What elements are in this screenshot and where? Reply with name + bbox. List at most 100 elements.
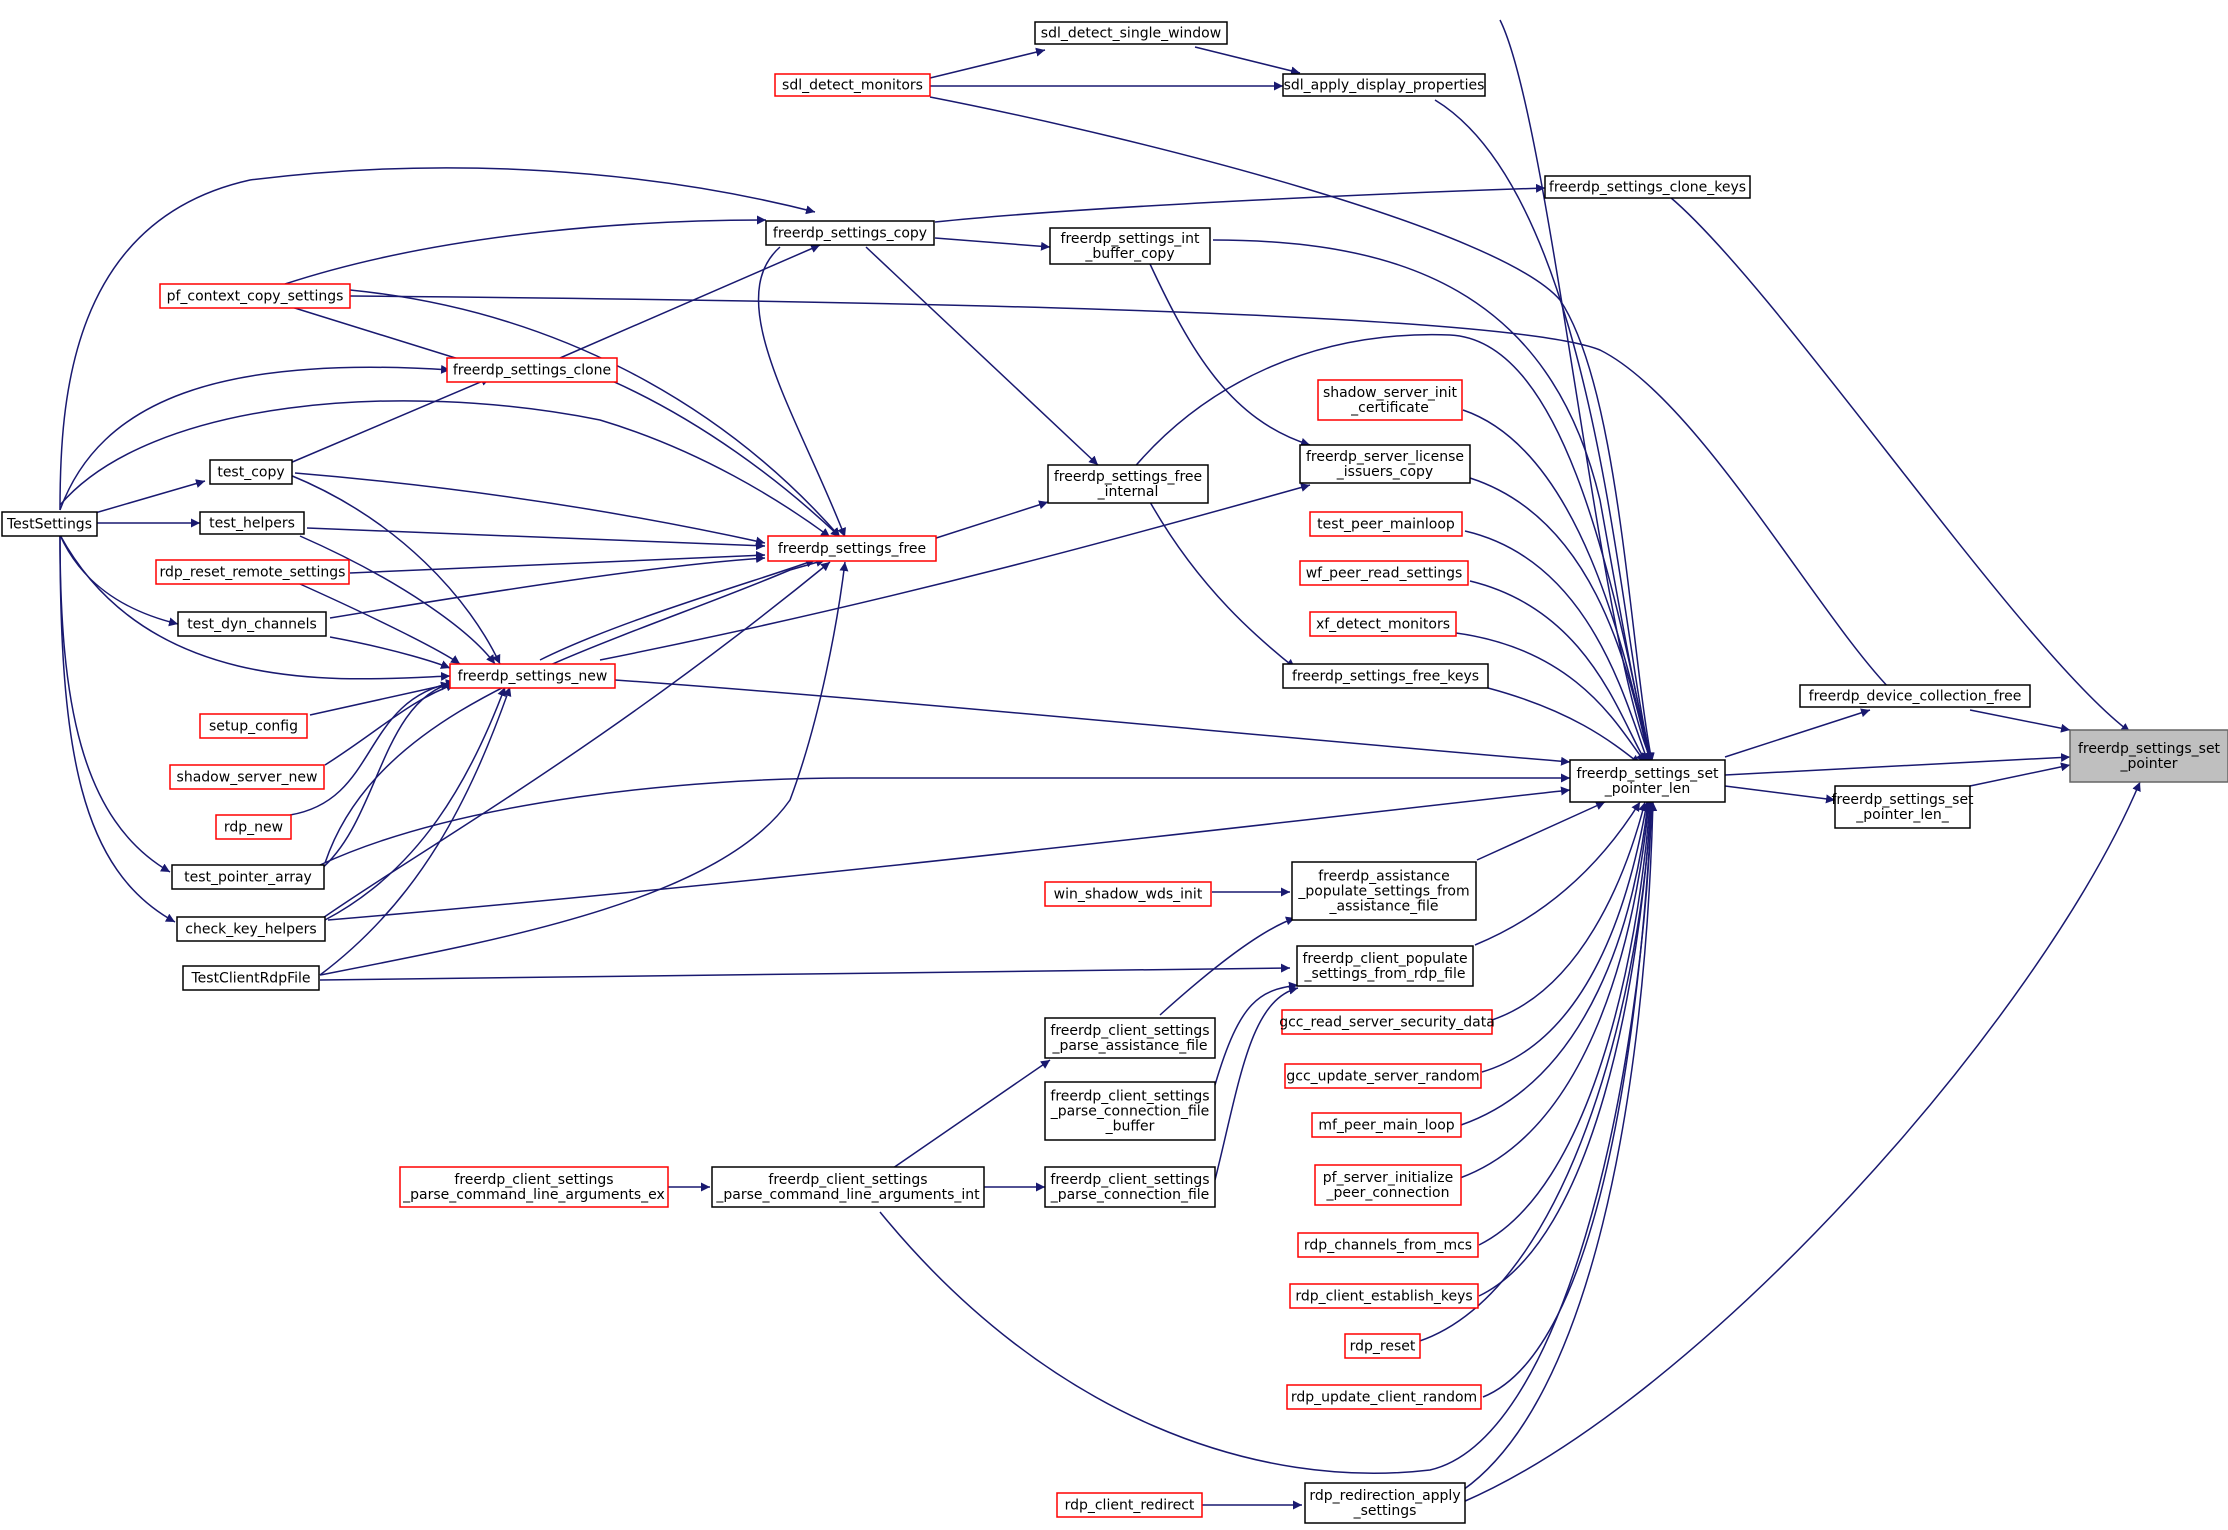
node-label: freerdp_client_settings	[454, 1172, 613, 1188]
node-box	[176, 916, 326, 942]
node-shadownew[interactable]: shadow_server_new	[169, 764, 325, 790]
node-intbuf[interactable]: freerdp_settings_int_buffer_copy	[1049, 227, 1211, 265]
edge-setlen-devfree	[1724, 708, 1871, 758]
node-label: _internal	[1097, 484, 1159, 500]
node-testhelpers[interactable]: test_helpers	[199, 511, 305, 535]
node-box	[774, 73, 931, 97]
node-testdyn[interactable]: test_dyn_channels	[177, 611, 327, 637]
node-rdpchan[interactable]: rdp_channels_from_mcs	[1297, 1232, 1479, 1258]
node-box	[1284, 1063, 1482, 1089]
node-label: sdl_apply_display_properties	[1284, 78, 1485, 94]
node-gccread[interactable]: gcc_read_server_security_data	[1279, 1009, 1495, 1035]
node-clonekeys[interactable]: freerdp_settings_clone_keys	[1544, 175, 1751, 199]
edge-setlen-setlen_	[1724, 785, 1836, 804]
node-freeint[interactable]: freerdp_settings_free_internal	[1047, 464, 1209, 504]
node-new[interactable]: freerdp_settings_new	[449, 663, 616, 689]
node-box	[1311, 1112, 1462, 1138]
node-setlen-[interactable]: freerdp_settings_set_pointer_len_	[1831, 785, 1974, 829]
node-checkkey[interactable]: check_key_helpers	[176, 916, 326, 942]
edge-pfctx-clone	[284, 304, 479, 367]
edge-redirapply-root	[1462, 781, 2141, 1503]
edge-testcopy-new	[289, 474, 501, 665]
edge-cmdint-parseassist	[879, 1059, 1051, 1178]
edge-testsettings-copy	[59, 167, 816, 511]
edge-wfpeer-setlen	[1469, 580, 1647, 763]
edge-rdpreset-free	[349, 550, 766, 574]
node-box	[767, 535, 937, 562]
node-label: _assistance_file	[1329, 899, 1439, 915]
node-license[interactable]: freerdp_server_license_issuers_copy	[1299, 444, 1471, 484]
node-testsettings[interactable]: TestSettings	[1, 511, 98, 537]
node-clientpop[interactable]: freerdp_client_populate_settings_from_rd…	[1296, 945, 1474, 987]
node-pfserver[interactable]: pf_server_initialize_peer_connection	[1314, 1164, 1462, 1206]
node-label: _buffer_copy	[1084, 246, 1174, 262]
node-gccupd[interactable]: gcc_update_server_random	[1284, 1063, 1482, 1089]
node-clone[interactable]: freerdp_settings_clone	[446, 357, 618, 383]
node-assist[interactable]: freerdp_assistance_populate_settings_fro…	[1291, 861, 1477, 921]
node-setup[interactable]: setup_config	[199, 713, 308, 739]
node-cmdint[interactable]: freerdp_client_settings_parse_command_li…	[711, 1166, 985, 1208]
node-label: mf_peer_main_loop	[1318, 1118, 1454, 1134]
node-winshadow[interactable]: win_shadow_wds_init	[1044, 881, 1212, 907]
node-pfctx[interactable]: pf_context_copy_settings	[159, 283, 351, 309]
node-rdpreset2[interactable]: rdp_reset	[1344, 1333, 1421, 1359]
node-mfpeer[interactable]: mf_peer_main_loop	[1311, 1112, 1462, 1138]
node-box	[1044, 1166, 1216, 1208]
node-sdlsingle[interactable]: sdl_detect_single_window	[1034, 21, 1228, 45]
node-xfdetect[interactable]: xf_detect_monitors	[1309, 611, 1457, 637]
node-testptr[interactable]: test_pointer_array	[171, 864, 325, 890]
node-testcopy[interactable]: test_copy	[209, 459, 293, 485]
node-wfpeer[interactable]: wf_peer_read_settings	[1299, 560, 1469, 586]
edge-pfctx-free	[349, 289, 841, 538]
edge-intbuf-license	[1149, 263, 1311, 447]
node-label: freerdp_device_collection_free	[1809, 689, 2022, 705]
edge-testhelpers-free	[306, 527, 766, 551]
edge-free-freeint	[929, 500, 1049, 541]
node-free[interactable]: freerdp_settings_free	[767, 535, 937, 562]
node-parseconn[interactable]: freerdp_client_settings_parse_connection…	[1044, 1166, 1216, 1208]
node-parseconnbuf[interactable]: freerdp_client_settings_parse_connection…	[1044, 1081, 1216, 1141]
node-cmdex[interactable]: freerdp_client_settings_parse_command_li…	[399, 1166, 669, 1208]
node-label: freerdp_settings_new	[458, 669, 608, 685]
node-label: freerdp_server_license	[1306, 449, 1464, 465]
node-parseassist[interactable]: freerdp_client_settings_parse_assistance…	[1044, 1017, 1216, 1059]
node-box	[1056, 1492, 1203, 1518]
node-sdlapply[interactable]: sdl_apply_display_properties	[1282, 73, 1486, 97]
node-label: freerdp_settings_set	[2078, 741, 2221, 757]
node-rdpredir[interactable]: rdp_client_redirect	[1056, 1492, 1203, 1518]
node-freekeys[interactable]: freerdp_settings_free_keys	[1282, 663, 1489, 689]
node-box	[199, 713, 308, 739]
node-label: pf_server_initialize	[1323, 1170, 1453, 1186]
node-label: sdl_detect_monitors	[782, 78, 923, 94]
node-rdpupd[interactable]: rdp_update_client_random	[1286, 1384, 1482, 1410]
edge-sdlsingle-setlen	[1499, 19, 1653, 763]
node-redirapply[interactable]: rdp_redirection_apply_settings	[1304, 1482, 1466, 1524]
node-shadowcert[interactable]: shadow_server_init_certificate	[1317, 379, 1463, 421]
node-testclient[interactable]: TestClientRdpFile	[182, 965, 320, 991]
node-sdlmon[interactable]: sdl_detect_monitors	[774, 73, 931, 97]
node-devfree[interactable]: freerdp_device_collection_free	[1799, 684, 2031, 708]
node-box	[1299, 560, 1469, 586]
node-label: win_shadow_wds_init	[1054, 887, 1203, 903]
node-setlen[interactable]: freerdp_settings_set_pointer_len	[1569, 759, 1726, 803]
node-label: test_copy	[217, 465, 284, 481]
node-box	[1317, 379, 1463, 421]
node-label: rdp_channels_from_mcs	[1304, 1238, 1472, 1254]
edge-pfserver-setlen	[1459, 801, 1653, 1179]
edge-redirapply-setlen	[1462, 801, 1658, 1491]
node-label: rdp_reset_remote_settings	[160, 565, 346, 581]
node-root[interactable]: freerdp_settings_set_pointer	[2069, 729, 2228, 783]
edge-sdlsingle-sdlapply	[1194, 46, 1301, 76]
node-label: _pointer_len	[1604, 781, 1690, 797]
node-rdpkeys[interactable]: rdp_client_establish_keys	[1289, 1283, 1479, 1309]
edge-testsettings-checkkey	[59, 534, 176, 923]
node-peermain[interactable]: test_peer_mainloop	[1309, 511, 1463, 537]
node-label: freerdp_settings_clone	[453, 363, 611, 379]
node-rdpnew[interactable]: rdp_new	[215, 814, 292, 840]
node-copy[interactable]: freerdp_settings_copy	[765, 220, 935, 246]
node-rdpreset[interactable]: rdp_reset_remote_settings	[155, 559, 350, 585]
node-label: test_pointer_array	[184, 870, 312, 886]
node-label: shadow_server_new	[177, 770, 318, 786]
node-box	[1047, 464, 1209, 504]
